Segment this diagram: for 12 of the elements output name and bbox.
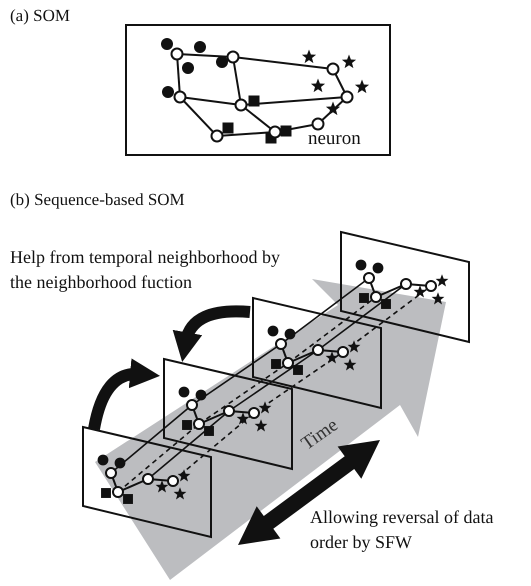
panel-label: (a) SOM [10, 5, 70, 27]
curved-arrow [174, 305, 250, 362]
neuron-label: neuron [308, 127, 361, 151]
map-frame [163, 358, 293, 470]
map-frame [82, 426, 212, 538]
time-label: Time [296, 414, 343, 456]
annotation-text: Help from temporal neighborhood by the neighborhood fuction [10, 246, 281, 294]
map-frame [340, 231, 470, 343]
map-frame [252, 297, 382, 409]
annotation-text: Allowing reversal of data order by SFW [310, 506, 494, 554]
panel-label: (b) Sequence-based SOM [10, 189, 185, 211]
curved-arrow [88, 358, 160, 430]
